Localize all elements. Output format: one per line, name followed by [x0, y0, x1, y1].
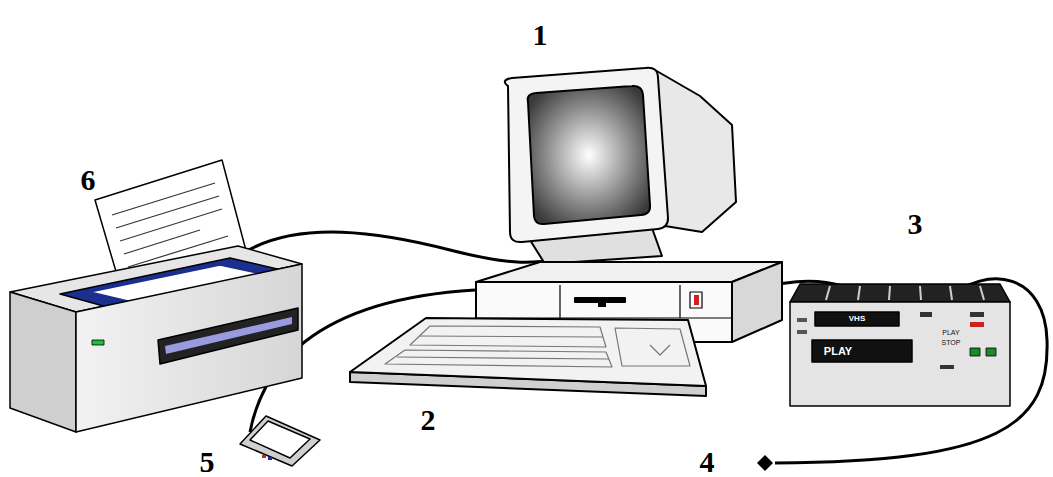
scanner-body — [240, 416, 320, 466]
printer-slot-detail — [165, 317, 292, 354]
floppy-slot — [575, 298, 625, 302]
vcr-button-label: PLAY — [942, 329, 959, 336]
callout-number: 2 — [421, 405, 436, 435]
connector-plug — [757, 455, 773, 471]
vcr-display — [812, 340, 912, 362]
vcr-tape-slot — [815, 312, 899, 326]
callout-number: 1 — [533, 20, 548, 50]
vcr-front — [790, 302, 1010, 406]
keyboard-keys — [385, 326, 690, 367]
video-out-cable — [775, 279, 1047, 463]
callout-number: 3 — [908, 209, 923, 239]
callout-number: 4 — [700, 447, 715, 477]
callout-number: 6 — [81, 165, 96, 195]
printer — [10, 160, 302, 432]
scanner-glass — [250, 421, 310, 458]
keyboard — [350, 318, 706, 396]
vcr-vents — [826, 286, 984, 300]
cables — [245, 232, 1047, 463]
vcr-display-text: PLAY — [824, 346, 852, 357]
vcr-button-label: STOP — [942, 339, 961, 346]
vcr-logo: VHS — [849, 315, 865, 323]
printer-led — [92, 340, 104, 345]
printer-side — [10, 292, 76, 432]
case-side — [732, 262, 782, 342]
monitor-bezel — [505, 68, 668, 242]
callout-number: 5 — [200, 447, 215, 477]
case-top — [476, 262, 782, 282]
power-switch — [690, 292, 702, 308]
vcr-top — [790, 284, 1010, 302]
video-recorder — [790, 284, 1010, 406]
monitor — [505, 68, 736, 264]
printer-front — [76, 264, 302, 432]
monitor-screen — [528, 86, 650, 224]
printer-output-slot — [158, 308, 298, 364]
keyboard-top — [350, 318, 706, 386]
scanner — [240, 416, 320, 466]
